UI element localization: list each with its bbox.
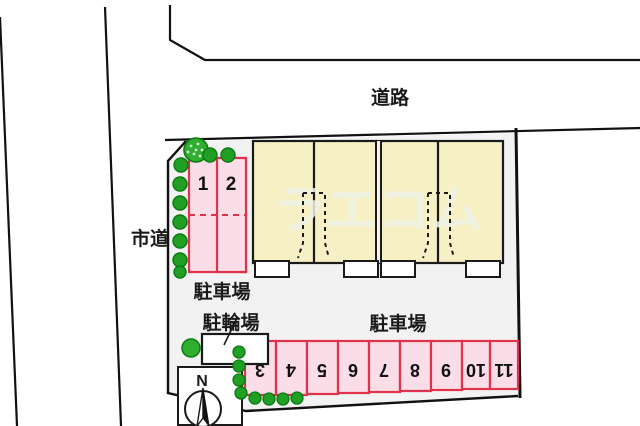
stall-label-4: 4 [286, 360, 296, 380]
lower-stall-6[interactable] [336, 339, 371, 395]
stall-label-6: 6 [348, 360, 358, 380]
city-road-east-edge [103, 6, 123, 426]
shrub-south-3 [276, 392, 290, 406]
shrub-bicycle-side [181, 338, 201, 358]
shrub-top-2 [220, 147, 236, 163]
label-parking-upper: 駐車場 [193, 280, 250, 303]
lower-stall-7[interactable] [367, 339, 402, 394]
stair-outline-2a [422, 193, 429, 259]
shrub-west-4 [172, 214, 188, 230]
lower-stall-4[interactable] [274, 339, 309, 397]
entrance-box-2 [343, 260, 379, 278]
stall-label-9: 9 [441, 360, 451, 380]
label-road-left: 市道 [131, 227, 169, 250]
landscaping [172, 137, 304, 406]
building-block-gap [376, 141, 381, 263]
shrub-west-1 [173, 157, 189, 173]
shrub-west-3 [172, 195, 188, 211]
shrub-mid-2 [232, 359, 246, 373]
lower-stall-9[interactable] [429, 339, 464, 392]
stall-label-1: 1 [198, 174, 209, 195]
compass-rose: N [177, 366, 243, 426]
parking-block-upper: 1 2 [187, 156, 248, 274]
watermark-text: ラエコム [274, 182, 482, 240]
stair-outline-2b [428, 192, 455, 259]
apartment-building: ラエコム [251, 139, 505, 278]
shrub-mid-1 [232, 345, 246, 359]
compass-needle-dark [202, 387, 210, 426]
tree-texture [186, 142, 204, 158]
stall-label-2: 2 [226, 174, 237, 195]
shrub-west-6 [172, 252, 188, 268]
label-bicycle-parking: 駐輪場 [202, 311, 259, 334]
shrub-south-2 [262, 392, 276, 406]
compass-north-label: N [196, 373, 208, 390]
lower-stall-5[interactable] [305, 339, 340, 396]
shrub-west-2 [172, 176, 188, 192]
shrub-south-4 [290, 391, 304, 405]
label-parking-lower: 駐車場 [369, 312, 426, 335]
shrub-south-1 [248, 391, 262, 405]
city-road-west-edge [0, 16, 19, 426]
top-road-south-edge [164, 126, 640, 142]
stall-label-3: 3 [255, 360, 265, 380]
stall-label-5: 5 [317, 360, 327, 380]
stall-label-10: 10 [466, 360, 486, 380]
road-network [0, 5, 640, 426]
lower-stall-11[interactable] [488, 339, 520, 391]
top-road-north-edge [168, 5, 640, 62]
shrub-west-7 [173, 265, 187, 279]
entrance-box-4 [465, 260, 501, 278]
shrub-top-1 [202, 147, 218, 163]
stair-outline-1a [297, 193, 304, 259]
stall-label-11: 11 [494, 360, 513, 380]
lot-boundary-west-south [166, 140, 519, 413]
lower-stall-8[interactable] [398, 339, 433, 393]
entrance-boxes [254, 260, 501, 278]
bicycle-parking-leader [223, 317, 238, 346]
stair-outline-1b [303, 192, 330, 259]
lower-stall-labels: 3 4 5 6 7 8 9 10 11 [255, 360, 514, 380]
lower-stall-10[interactable] [460, 339, 492, 391]
stall-label-8: 8 [410, 360, 420, 380]
entrance-box-3 [380, 260, 416, 278]
shrub-west-5 [172, 233, 188, 249]
label-road-top: 道路 [371, 86, 410, 109]
stall-label-7: 7 [379, 360, 389, 380]
entrance-box-1 [254, 260, 290, 278]
stair-outlines [297, 192, 455, 259]
shrub-mid-3 [232, 373, 246, 387]
shrub-mid-4 [234, 386, 248, 400]
parking-block-lower: 3 4 5 6 7 8 9 10 11 [243, 339, 520, 397]
lot-boundary-east [514, 127, 522, 399]
